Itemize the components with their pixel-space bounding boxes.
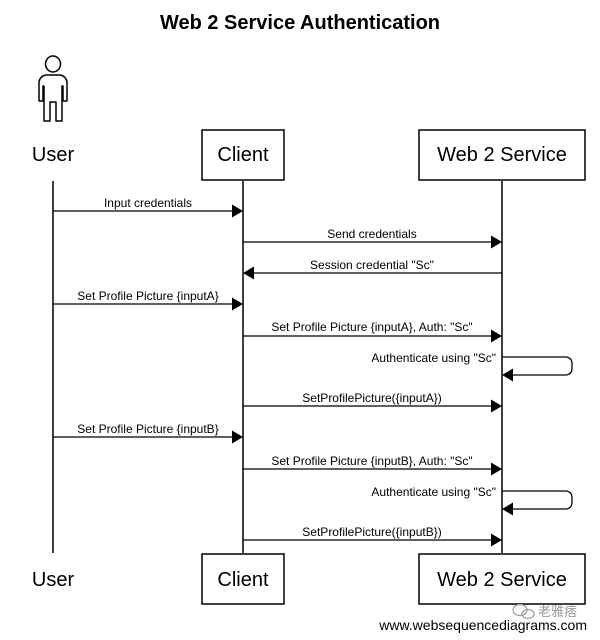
message-authenticate-b: Authenticate using "Sc"	[371, 485, 573, 516]
svg-text:Authenticate using "Sc": Authenticate using "Sc"	[371, 351, 496, 365]
service-label-top: Web 2 Service	[437, 144, 567, 166]
message-set-profile-picture-a-auth: Set Profile Picture {inputA}, Auth: "Sc"	[243, 320, 502, 343]
svg-text:SetProfilePicture({inputA}): SetProfilePicture({inputA})	[302, 391, 441, 405]
user-actor-icon	[38, 55, 68, 122]
chat-bubble-icon	[512, 603, 535, 620]
svg-text:Session credential "Sc": Session credential "Sc"	[310, 258, 434, 272]
service-box-bottom	[418, 553, 586, 605]
client-label-top: Client	[217, 144, 269, 166]
svg-text:Set Profile Picture {inputA},: Set Profile Picture {inputA}, Auth: "Sc"	[271, 320, 472, 334]
message-set-profile-picture-a: Set Profile Picture {inputA}	[53, 289, 243, 311]
client-box-bottom	[201, 553, 285, 605]
message-send-credentials: Send credentials	[243, 227, 502, 249]
message-input-credentials: Input credentials	[53, 196, 243, 218]
message-setprofilepicture-b: SetProfilePicture({inputB})	[243, 525, 502, 547]
watermark: 老雅痞	[512, 603, 577, 620]
service-box-top	[418, 129, 586, 181]
footer-url: www.websequencediagrams.com	[378, 617, 587, 633]
client-label-bottom: Client	[217, 569, 269, 591]
service-label-bottom: Web 2 Service	[437, 569, 567, 591]
svg-text:Set Profile Picture {inputB}: Set Profile Picture {inputB}	[77, 422, 218, 436]
diagram-title: Web 2 Service Authentication	[160, 12, 440, 34]
watermark-text: 老雅痞	[538, 604, 577, 620]
svg-text:Input credentials: Input credentials	[104, 196, 192, 210]
message-setprofilepicture-a: SetProfilePicture({inputA})	[243, 391, 502, 413]
svg-text:SetProfilePicture({inputB}): SetProfilePicture({inputB})	[302, 525, 441, 539]
user-actor-label-bottom: User	[32, 569, 75, 591]
svg-text:Send credentials: Send credentials	[327, 227, 416, 241]
svg-text:Set Profile Picture {inputA}: Set Profile Picture {inputA}	[77, 289, 218, 303]
message-set-profile-picture-b: Set Profile Picture {inputB}	[53, 422, 243, 444]
message-session-credential: Session credential "Sc"	[243, 258, 502, 280]
user-actor-label-top: User	[32, 144, 75, 166]
message-set-profile-picture-b-auth: Set Profile Picture {inputB}, Auth: "Sc"	[243, 454, 502, 476]
svg-text:Authenticate using "Sc": Authenticate using "Sc"	[371, 485, 496, 499]
svg-text:Set Profile Picture {inputB},: Set Profile Picture {inputB}, Auth: "Sc"	[271, 454, 472, 468]
message-authenticate-a: Authenticate using "Sc"	[371, 351, 573, 382]
client-box-top	[201, 129, 285, 181]
